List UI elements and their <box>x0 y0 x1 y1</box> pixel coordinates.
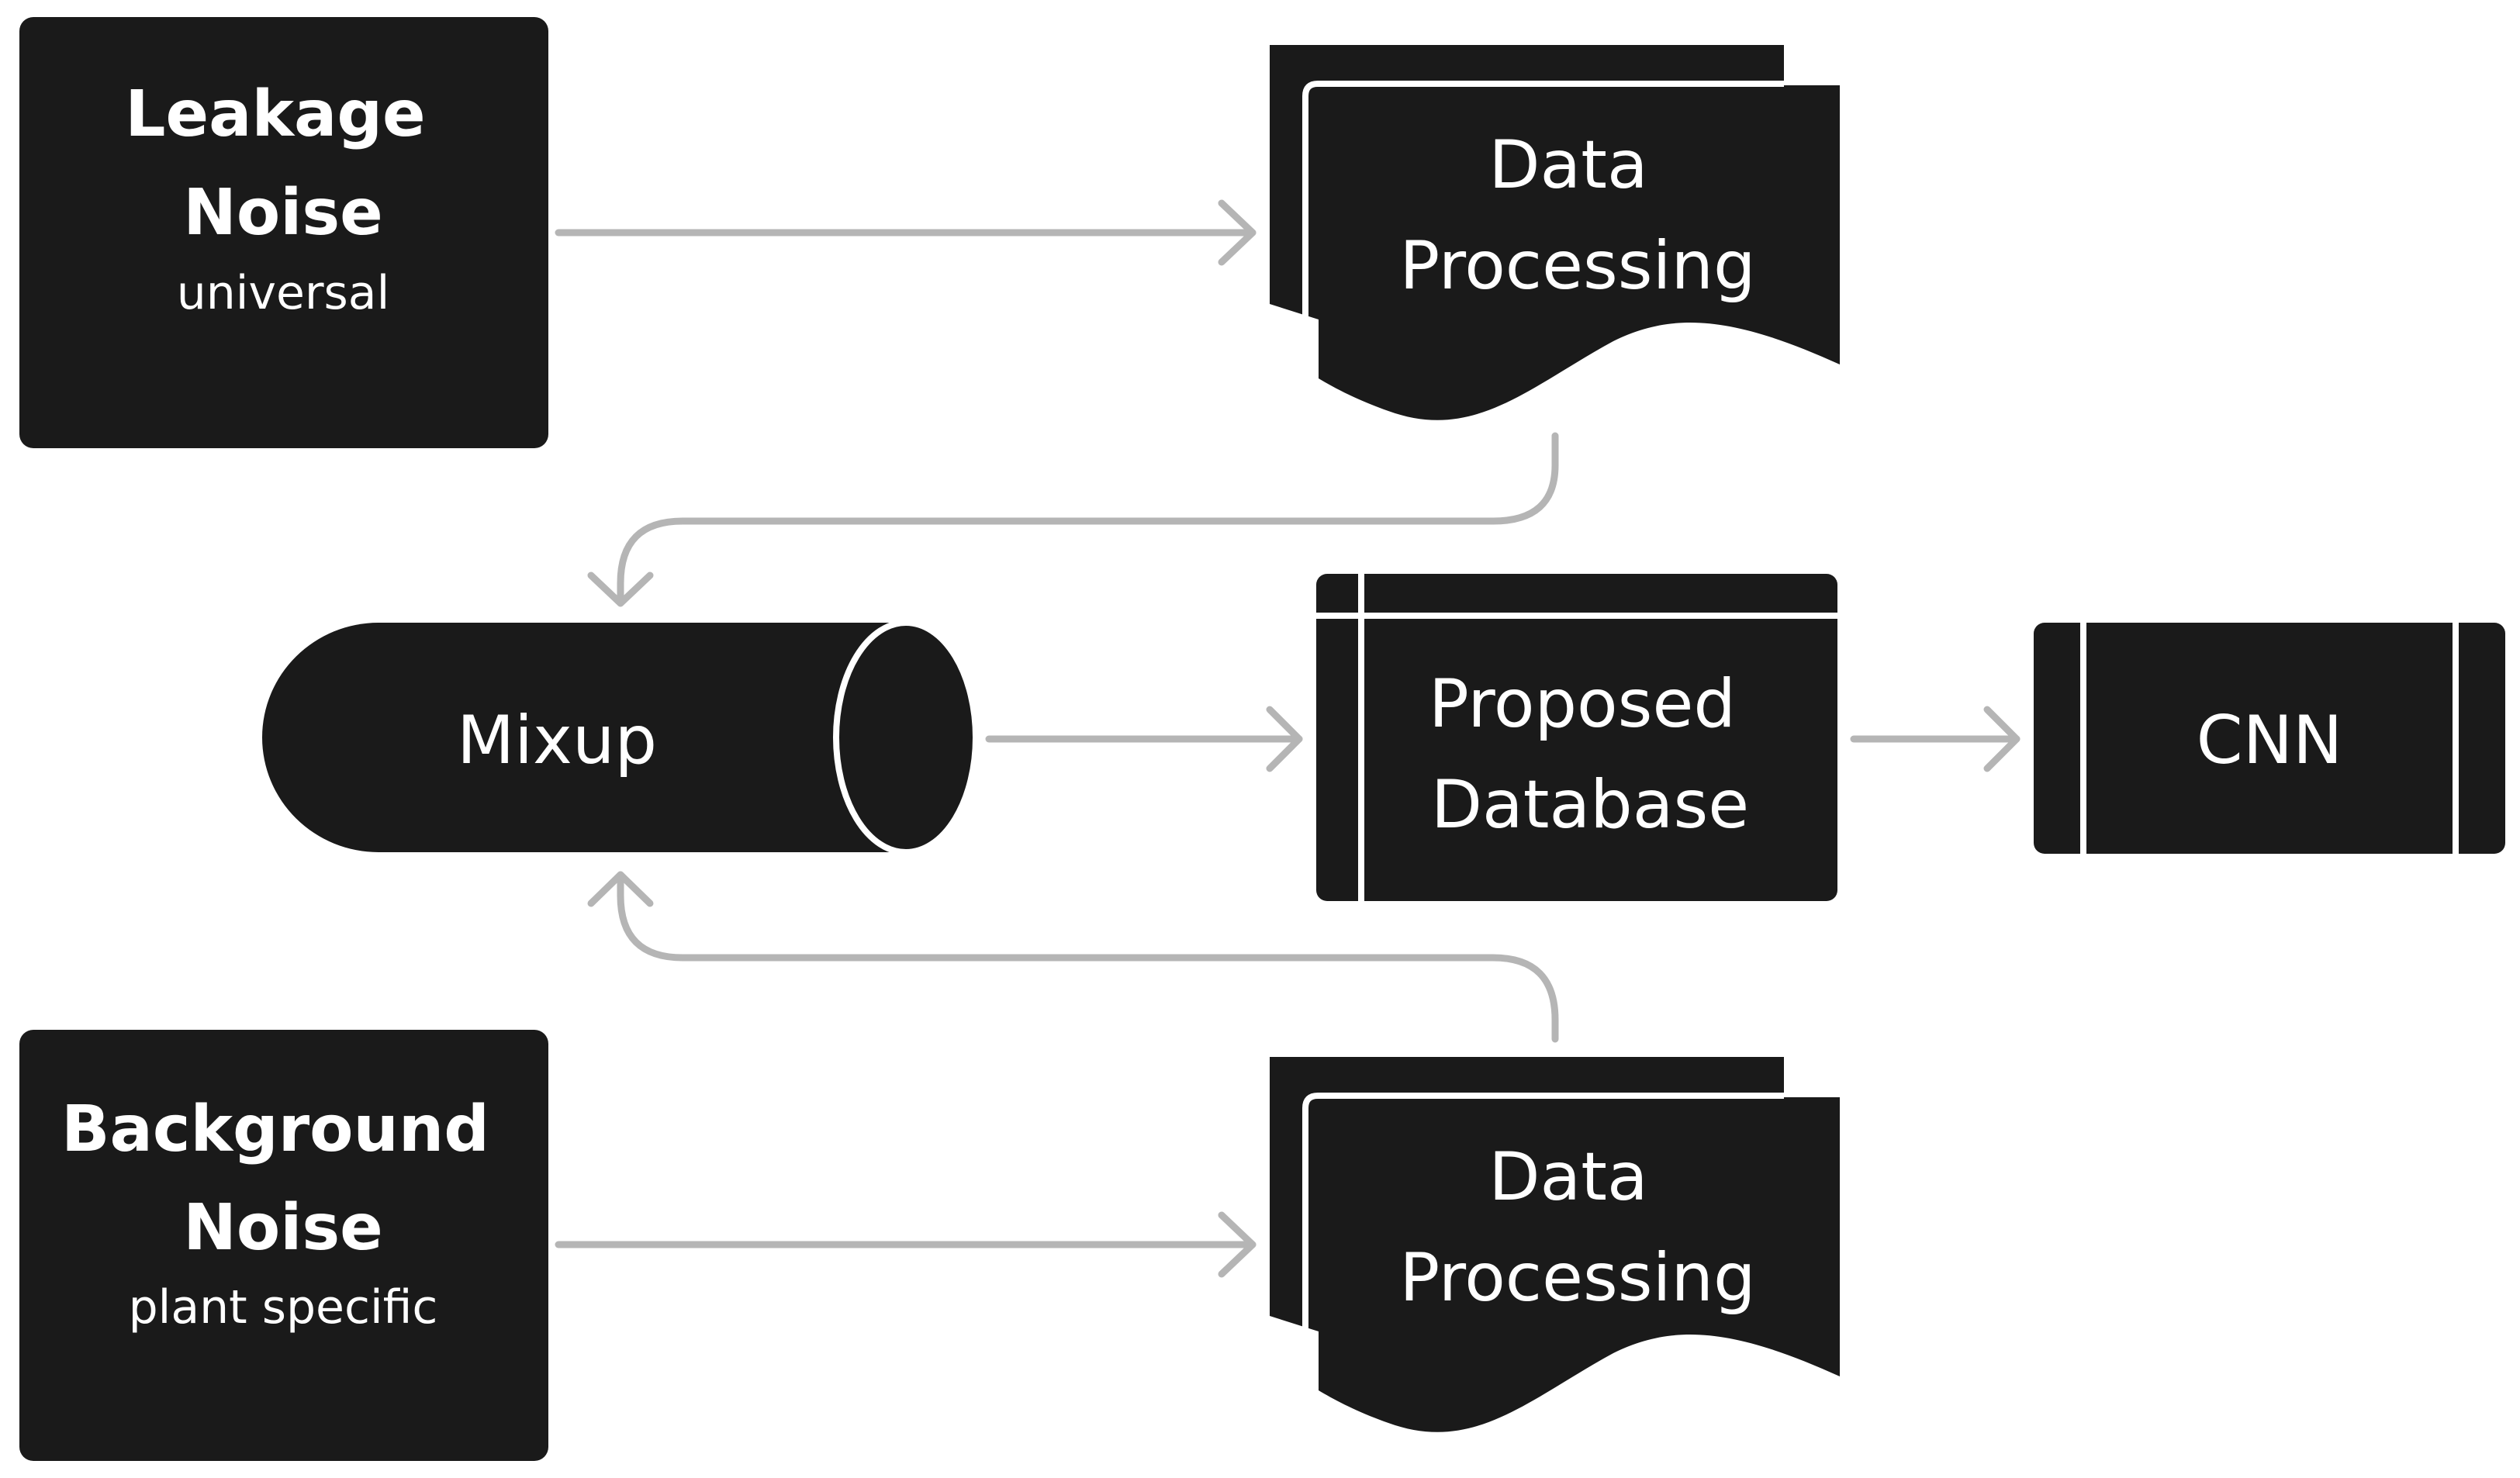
leakage-noise-node: Leakage Noise universal <box>19 17 548 448</box>
processing-bottom-line2: Processing <box>1399 1239 1755 1317</box>
connectors <box>555 199 2020 1278</box>
mixup-label: Mixup <box>457 702 657 779</box>
leakage-title-line1: Leakage <box>125 78 425 151</box>
database-line2: Database <box>1431 766 1749 844</box>
proposed-database-node: Proposed Database <box>1316 574 1837 901</box>
data-processing-top-node: Data Processing <box>1270 45 1840 420</box>
arrow-leakage-to-processing <box>555 199 1257 266</box>
processing-top-line1: Data <box>1488 126 1647 204</box>
background-title-line1: Background <box>61 1093 489 1166</box>
leakage-title-line2: Noise <box>183 176 383 250</box>
leakage-subtitle: universal <box>177 266 390 320</box>
arrow-background-to-processing <box>555 1211 1257 1278</box>
background-subtitle: plant specific <box>129 1280 438 1335</box>
cnn-label: CNN <box>2197 702 2343 779</box>
background-title-line2: Noise <box>183 1191 383 1265</box>
processing-top-line2: Processing <box>1399 227 1755 305</box>
background-noise-node: Background Noise plant specific <box>19 1030 548 1461</box>
mixup-node: Mixup <box>262 620 979 855</box>
arrow-processing-bottom-to-mixup <box>587 871 1559 1043</box>
cnn-node: CNN <box>2034 623 2505 854</box>
arrow-mixup-to-database <box>985 706 1303 772</box>
arrow-processing-to-mixup <box>587 432 1559 607</box>
database-line1: Proposed <box>1429 665 1736 743</box>
data-processing-bottom-node: Data Processing <box>1270 1057 1840 1432</box>
arrow-database-to-cnn <box>1850 706 2020 772</box>
processing-bottom-line1: Data <box>1488 1138 1647 1216</box>
